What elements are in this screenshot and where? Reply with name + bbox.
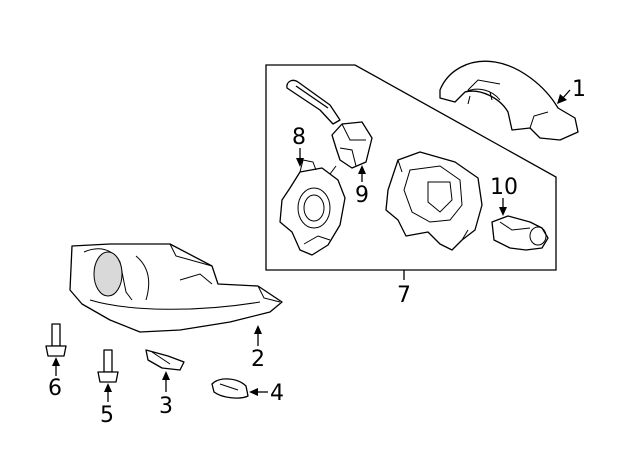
part-1-upper-shroud[interactable] [439,60,579,141]
part-5-screw[interactable] [97,349,119,383]
part-9-multifunction-switch[interactable] [286,79,373,169]
callout-1: 1 [572,77,586,102]
part-10-switch[interactable] [491,215,549,251]
callout-7: 7 [397,283,411,308]
callout-10: 10 [490,175,518,200]
part-6-screw[interactable] [45,323,67,357]
callout-9: 9 [355,183,369,208]
part-2-lower-shroud[interactable] [69,243,283,333]
callout-5: 5 [100,403,114,428]
callout-4: 4 [270,381,284,406]
part-4-clip[interactable] [211,378,249,399]
callout-3: 3 [159,394,173,419]
callout-8: 8 [292,125,306,150]
assembly-7-box [265,64,557,271]
part-7-switch-housing[interactable] [385,151,483,251]
callout-2: 2 [251,347,265,372]
callout-6: 6 [48,376,62,401]
part-8-clockspring[interactable] [279,159,346,256]
leader-lines [52,89,571,402]
part-3-clip[interactable] [145,349,185,371]
